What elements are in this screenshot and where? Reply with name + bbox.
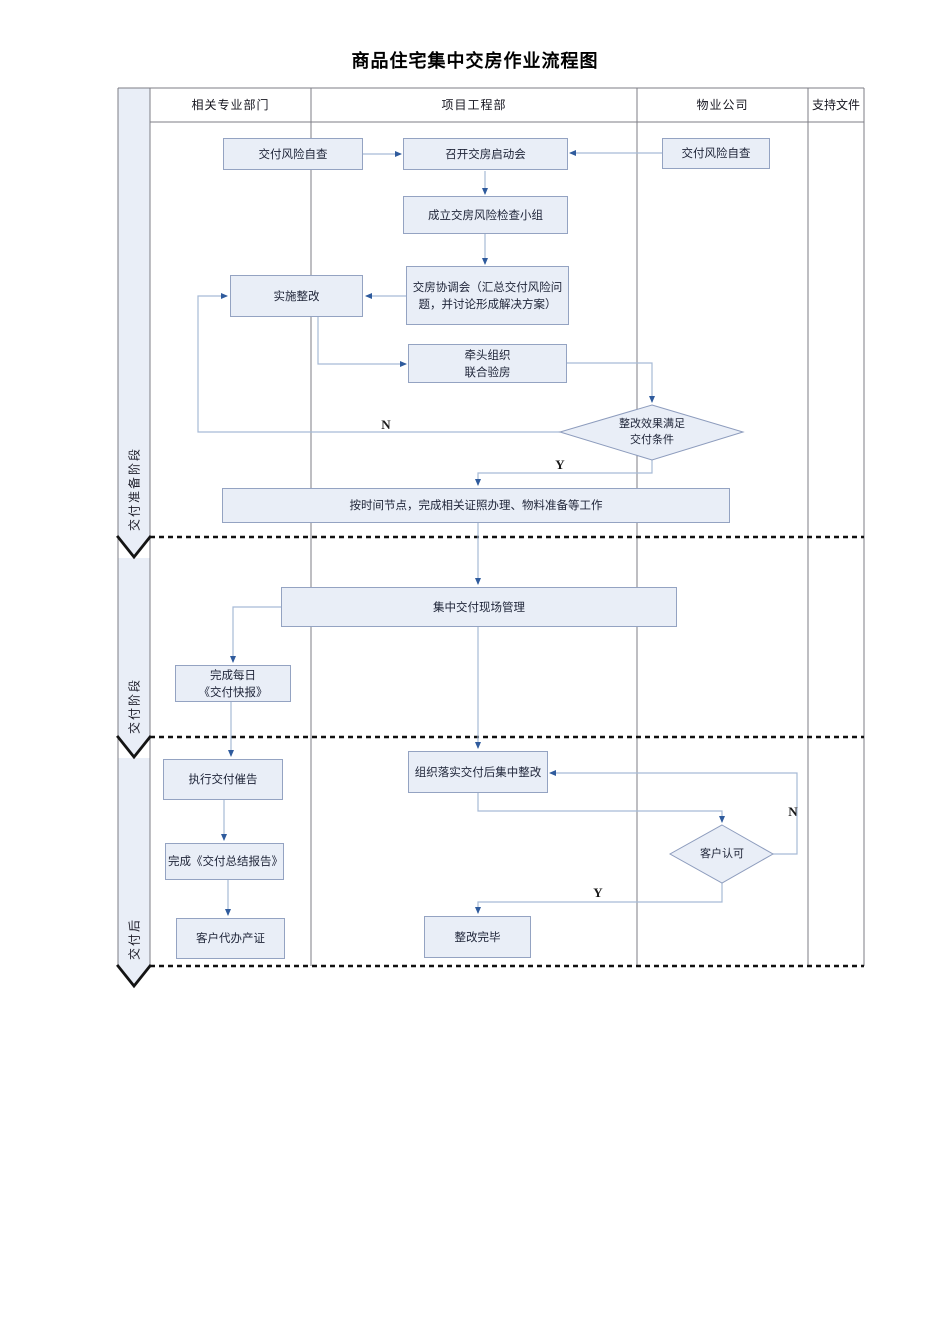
node-summary-report: 完成《交付总结报告》	[165, 843, 284, 880]
decision-customer-approval: 客户认可	[700, 847, 744, 861]
edge-label-y1: Y	[555, 457, 565, 472]
lane-header-support-docs: 支持文件	[811, 98, 860, 112]
stage-label-post-delivery: 交付后	[127, 917, 142, 961]
swimlane-grid	[117, 87, 865, 966]
node-self-check-left: 交付风险自查	[223, 138, 363, 170]
node-self-check-right: 交付风险自查	[662, 138, 770, 169]
edge-label-n1: N	[381, 417, 391, 432]
page-title: 商品住宅集中交房作业流程图	[351, 51, 599, 72]
node-kickoff-meeting: 召开交房启动会	[403, 138, 568, 170]
stage-separators	[150, 535, 864, 968]
lane-header-property-company: 物业公司	[696, 98, 749, 112]
connector-arrows	[197, 150, 798, 916]
edge-label-y2: Y	[593, 885, 603, 900]
node-rectification-complete: 整改完毕	[424, 916, 531, 958]
node-coordination-meeting: 交房协调会（汇总交付风险问 题，并讨论形成解决方案）	[406, 266, 569, 325]
node-prepare-certificates-materials: 按时间节点，完成相关证照办理、物料准备等工作	[222, 488, 730, 523]
decision-meets-delivery-conditions: 整改效果满足 交付条件	[619, 417, 685, 446]
stage-chevrons	[116, 535, 152, 989]
edge-label-n2: N	[788, 804, 798, 819]
stage-label-delivery: 交付阶段	[127, 677, 142, 735]
node-implement-rectification: 实施整改	[230, 275, 363, 317]
node-property-certificate: 客户代办产证	[176, 918, 285, 959]
node-post-delivery-rectification: 组织落实交付后集中整改	[408, 751, 548, 793]
lane-header-project-engineering: 项目工程部	[441, 98, 507, 112]
node-daily-report: 完成每日 《交付快报》	[175, 665, 291, 702]
node-site-management: 集中交付现场管理	[281, 587, 677, 627]
stage-label-preparation: 交付准备阶段	[127, 446, 142, 532]
stage-band	[118, 88, 150, 986]
node-risk-team: 成立交房风险检查小组	[403, 196, 568, 234]
node-delivery-reminder: 执行交付催告	[163, 759, 283, 800]
node-joint-inspection: 牵头组织 联合验房	[408, 344, 567, 383]
lane-header-departments: 相关专业部门	[191, 98, 270, 112]
decision-diamonds	[558, 404, 775, 884]
